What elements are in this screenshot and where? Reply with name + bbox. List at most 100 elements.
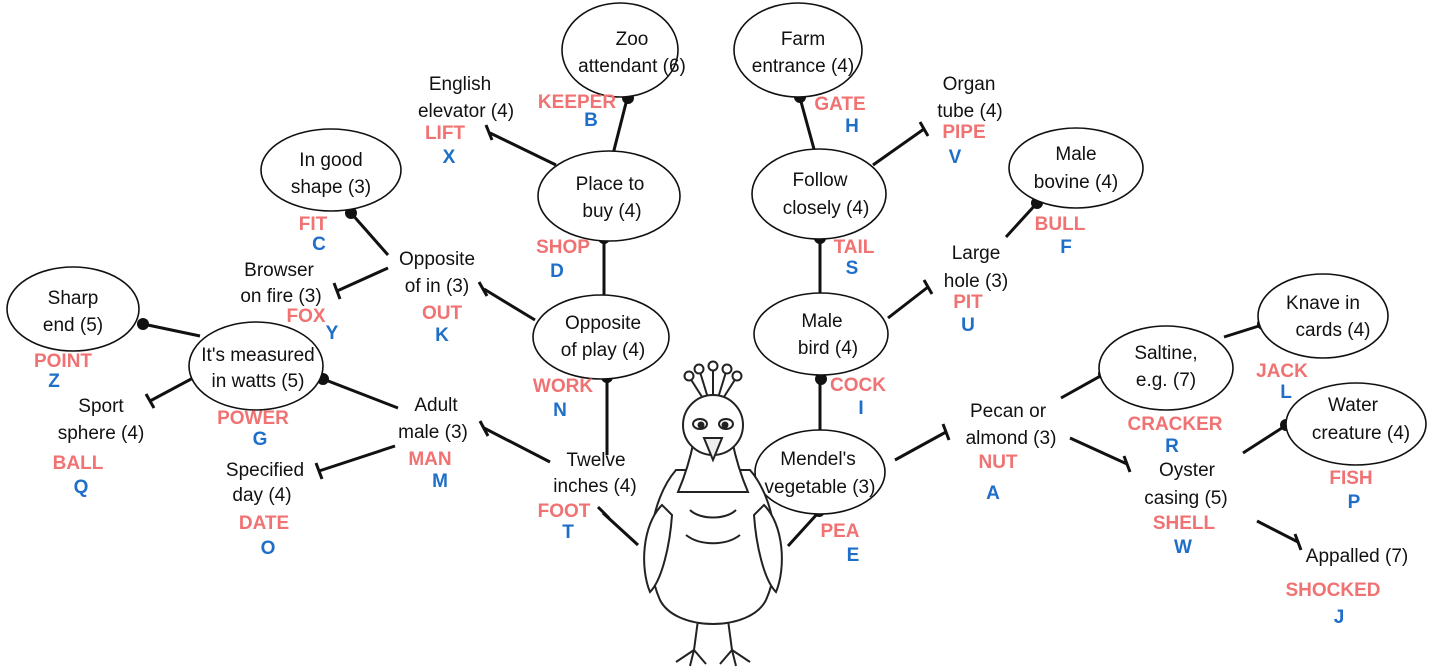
dot-cock: [815, 373, 827, 385]
clue-line: Adult: [414, 395, 458, 416]
answer-letter: Y: [326, 323, 339, 344]
answer-word: SHOP: [536, 237, 590, 258]
node-specified-day: Specified day (4) DATE O: [226, 460, 304, 559]
edge-pit-bull: [1004, 201, 1039, 239]
edge-nut-cracker: [1060, 372, 1105, 400]
answer-word: OUT: [422, 303, 463, 324]
clue-line: buy (4): [582, 201, 641, 222]
node-male-bird: Male bird (4) COCK I: [798, 311, 886, 419]
edge-out-fit: [349, 212, 390, 256]
edge-out-fox: [336, 266, 389, 293]
answer-word: PEA: [820, 521, 859, 542]
answer-word: GATE: [814, 94, 865, 115]
clue-line: inches (4): [553, 476, 636, 497]
node-sharp-end: Sharp end (5) POINT Z: [34, 288, 103, 392]
ellipse-knave-in-cards: [1257, 273, 1389, 359]
answer-letter: L: [1280, 382, 1292, 403]
answer-word: POINT: [34, 351, 92, 372]
t-bar-ball: [144, 393, 156, 409]
answer-word: PIPE: [942, 122, 985, 143]
answer-letter: P: [1348, 492, 1361, 513]
edge-man-power: [322, 377, 399, 410]
ellipse-measured-in-watts: [188, 321, 324, 411]
answer-letter: W: [1174, 537, 1192, 558]
t-bar-shell: [1122, 455, 1132, 473]
ellipse-place-to-buy: [537, 150, 681, 242]
edge-shell-shocked: [1256, 519, 1299, 544]
answer-letter: E: [847, 545, 860, 566]
t-bar-shocked: [1293, 533, 1303, 551]
answer-word: CRACKER: [1128, 414, 1223, 435]
answer-word: WORK: [533, 376, 593, 397]
clue-line: male (3): [398, 422, 468, 443]
dot-point: [137, 318, 149, 330]
t-bar-lift: [484, 124, 494, 141]
clue-line: end (5): [43, 315, 103, 336]
clue-line: bovine (4): [1034, 172, 1119, 193]
edge-follow-pipe: [872, 127, 925, 167]
answer-word: BALL: [53, 453, 104, 474]
clue-line: Follow: [793, 170, 848, 191]
answer-letter: J: [1334, 607, 1345, 628]
clue-line: day (4): [232, 485, 291, 506]
clue-line: Pecan or: [970, 401, 1047, 422]
answer-word: LIFT: [425, 123, 465, 144]
answer-letter: V: [949, 147, 962, 168]
clue-line: Farm: [781, 29, 825, 50]
clue-line: elevator (4): [418, 101, 514, 122]
clue-line: Place to: [576, 174, 645, 195]
clue-line: In good: [299, 150, 362, 171]
answer-word: FOOT: [538, 501, 591, 522]
clue-line: vegetable (3): [765, 477, 876, 498]
ellipse-water-creature: [1285, 382, 1427, 466]
ellipse-mendels-vegetable: [754, 429, 886, 515]
edge-shell-fish: [1242, 424, 1286, 455]
answer-letter: O: [261, 538, 276, 559]
edge-peacock-twelve-inches: [601, 511, 640, 547]
node-organ-tube: Organ tube (4) PIPE V: [937, 74, 1002, 168]
answer-letter: B: [584, 110, 598, 131]
t-bar-date: [314, 462, 324, 480]
answer-letter: H: [845, 116, 859, 137]
answer-letter: D: [550, 261, 564, 282]
node-browser-on-fire: Browser on fire (3) FOX Y: [240, 260, 338, 344]
clue-line: of play (4): [561, 340, 645, 361]
clue-line: Twelve: [566, 450, 625, 471]
answer-word: MAN: [408, 449, 451, 470]
clue-line: Saltine,: [1134, 343, 1197, 364]
ellipse-follow-closely: [751, 148, 887, 240]
node-large-hole: Large hole (3) PIT U: [944, 243, 1008, 336]
tree-edges: [137, 91, 1303, 551]
clue-line: shape (3): [291, 177, 371, 198]
edge-twelve-man: [483, 426, 551, 464]
clue-line: Specified: [226, 460, 304, 481]
clue-line: bird (4): [798, 338, 858, 359]
clue-line: Opposite: [565, 313, 641, 334]
answer-letter: T: [562, 522, 574, 543]
edge-opposite-play-out: [483, 287, 536, 322]
answer-word: PIT: [953, 292, 983, 313]
t-bar-out: [477, 281, 489, 297]
node-sport-sphere: Sport sphere (4) BALL Q: [53, 396, 145, 498]
node-place-to-buy: Place to buy (4) SHOP D: [536, 174, 644, 282]
node-saltine: Saltine, e.g. (7) CRACKER R: [1128, 343, 1223, 457]
answer-letter: G: [253, 429, 268, 450]
node-adult-male: Adult male (3) MAN M: [398, 395, 468, 492]
answer-word: FOX: [286, 306, 325, 327]
clue-line: on fire (3): [240, 286, 321, 307]
answer-word: COCK: [830, 375, 886, 396]
node-zoo-attendant: Zoo attendant (6) KEEPER B: [538, 29, 686, 131]
clue-line: Male: [801, 311, 842, 332]
node-appalled: Appalled (7) SHOCKED J: [1285, 546, 1408, 628]
ellipse-in-good-shape: [260, 128, 402, 212]
clue-line: of in (3): [405, 276, 469, 297]
ellipse-male-bovine: [1008, 127, 1144, 209]
edge-power-ball: [149, 376, 194, 403]
t-bar-pit: [922, 279, 934, 295]
clue-line: Sport: [78, 396, 124, 417]
answer-word: POWER: [217, 408, 289, 429]
clue-line: tube (4): [937, 101, 1002, 122]
node-male-bovine: Male bovine (4) BULL F: [1034, 144, 1119, 258]
node-measured-in-watts: It's measured in watts (5) POWER G: [201, 345, 314, 450]
clue-line: hole (3): [944, 271, 1008, 292]
